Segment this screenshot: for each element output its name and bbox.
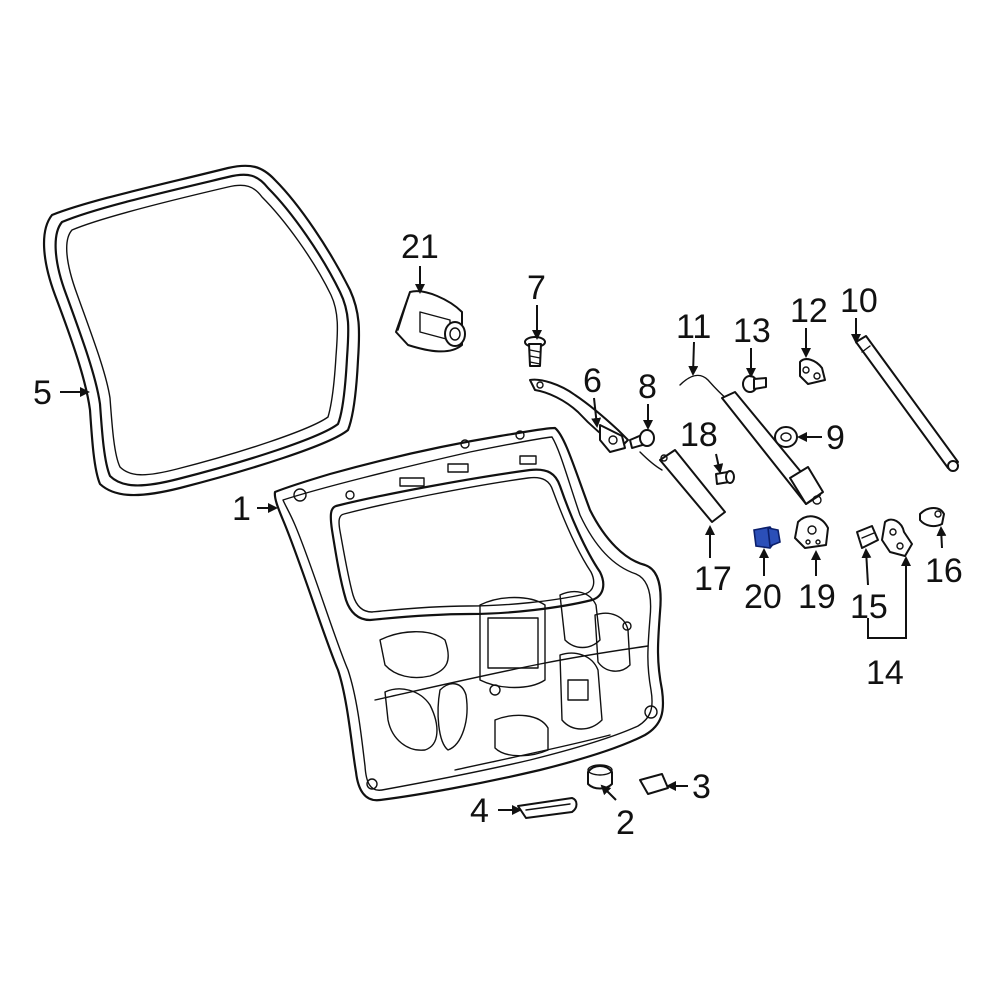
weatherstrip-seal-part[interactable] xyxy=(43,164,361,497)
handle-part-4[interactable] xyxy=(517,797,578,819)
callout-18: 18 xyxy=(680,416,718,454)
callout-9: 9 xyxy=(826,419,845,457)
lift-strut-cable-part[interactable] xyxy=(679,374,824,505)
liftgate-module-part[interactable] xyxy=(395,290,466,353)
callout-5: 5 xyxy=(33,374,52,412)
gas-strut-part-10[interactable] xyxy=(855,335,959,472)
callout-17: 17 xyxy=(694,560,732,598)
leader-arrows xyxy=(60,266,947,815)
grommet-part-9[interactable] xyxy=(774,426,798,448)
hinge-bracket-part[interactable] xyxy=(529,378,629,453)
bolt-part-8[interactable] xyxy=(629,429,655,449)
callout-16: 16 xyxy=(925,552,963,590)
bumper-part-16[interactable] xyxy=(919,507,945,528)
cap-part-2[interactable] xyxy=(587,764,613,790)
callout-19: 19 xyxy=(798,578,836,616)
trim-channel-part-17[interactable] xyxy=(639,449,726,523)
callout-labels: 1 2 3 4 5 6 7 8 9 10 11 12 13 14 15 16 1… xyxy=(33,228,963,842)
callout-15: 15 xyxy=(850,588,888,626)
callout-8: 8 xyxy=(638,368,657,406)
callout-2: 2 xyxy=(616,804,635,842)
latch-part-19[interactable] xyxy=(794,515,829,549)
bolt-part-20-highlighted[interactable] xyxy=(753,526,781,549)
liftgate-panel-part[interactable] xyxy=(273,426,665,802)
striker-part-15[interactable] xyxy=(856,525,879,549)
callout-7: 7 xyxy=(527,269,546,307)
callout-21: 21 xyxy=(401,228,439,266)
pin-part-13[interactable] xyxy=(742,375,767,393)
callout-14: 14 xyxy=(866,654,904,692)
screw-part-18[interactable] xyxy=(715,470,735,485)
callout-3: 3 xyxy=(692,768,711,806)
clip-part-3[interactable] xyxy=(639,773,669,795)
hinge-assembly-part-14[interactable] xyxy=(881,518,913,557)
bolt-part-7[interactable] xyxy=(524,336,546,367)
callout-1: 1 xyxy=(232,490,251,528)
callout-4: 4 xyxy=(470,792,489,830)
callout-6: 6 xyxy=(583,362,602,400)
callout-12: 12 xyxy=(790,292,828,330)
callout-10: 10 xyxy=(840,282,878,320)
bracket-part-12[interactable] xyxy=(799,358,826,385)
callout-11: 11 xyxy=(676,308,711,346)
callout-20: 20 xyxy=(744,578,782,616)
callout-13: 13 xyxy=(733,312,771,350)
